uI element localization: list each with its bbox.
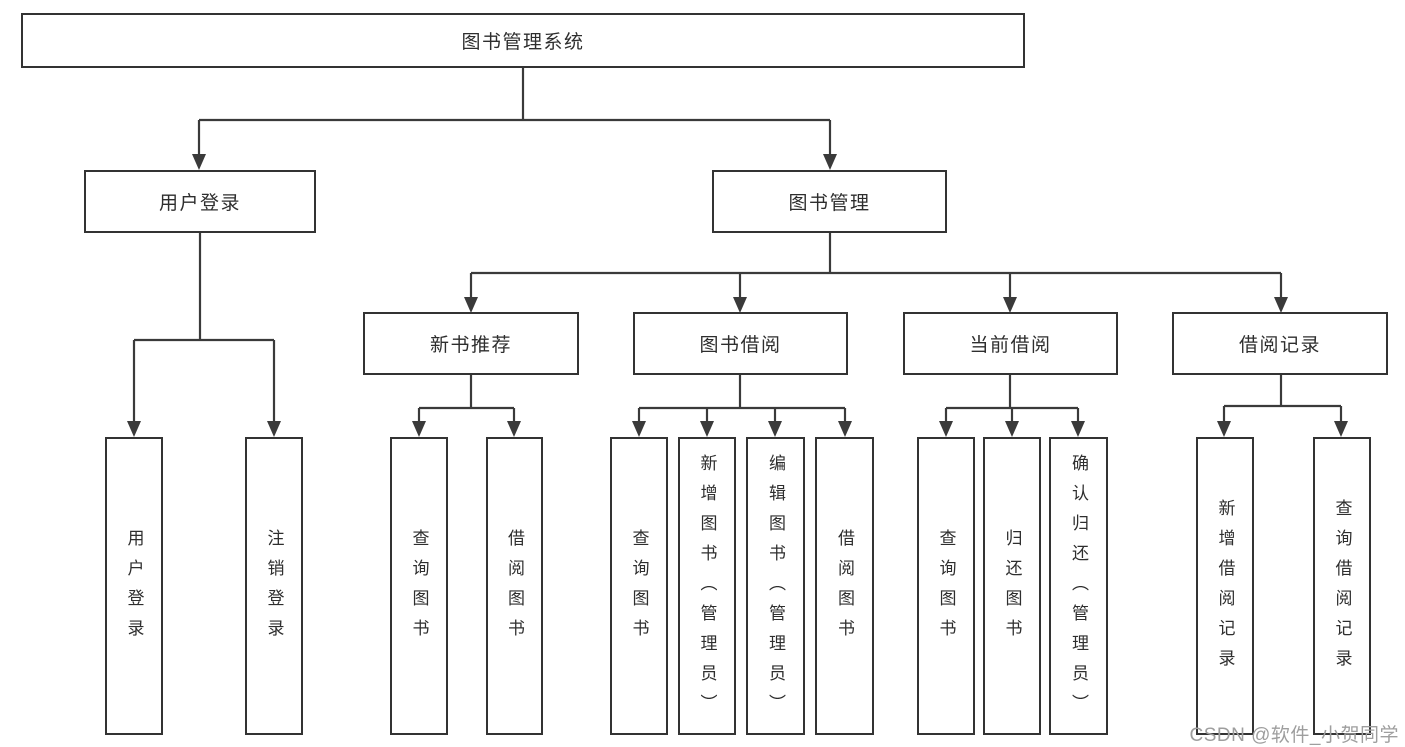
- node-label: 当前借阅: [969, 335, 1052, 356]
- leaf-label: 借阅图书: [505, 529, 524, 649]
- leaf-user-login: 用户登录: [105, 437, 163, 735]
- node-user-login: 用户登录: [84, 170, 316, 233]
- node-label: 借阅记录: [1238, 335, 1321, 356]
- leaf-label: 查询图书: [409, 529, 429, 649]
- leaf-record-add-borrow-record: 新增借阅记录: [1196, 437, 1254, 735]
- node-label: 新书推荐: [429, 335, 512, 356]
- leaf-borrow-query-book: 查询图书: [610, 437, 668, 735]
- leaf-current-query-book: 查询图书: [917, 437, 975, 735]
- node-current-borrow: 当前借阅: [903, 312, 1118, 375]
- leaf-label: 编辑图书（管理员）: [766, 454, 785, 724]
- leaf-record-query-borrow-record: 查询借阅记录: [1313, 437, 1371, 735]
- leaf-label: 查询图书: [936, 529, 956, 649]
- leaf-current-return-book: 归还图书: [983, 437, 1041, 735]
- leaf-logout-login: 注销登录: [245, 437, 303, 735]
- leaf-label: 确认归还（管理员）: [1069, 454, 1088, 724]
- node-new-book-recommend: 新书推荐: [363, 312, 579, 375]
- leaf-label: 查询图书: [629, 529, 649, 649]
- node-label: 用户登录: [158, 193, 241, 214]
- node-book-borrow: 图书借阅: [633, 312, 848, 375]
- node-root: 图书管理系统: [21, 13, 1025, 68]
- node-label: 图书管理系统: [461, 32, 585, 53]
- leaf-borrow-add-book-admin: 新增图书（管理员）: [678, 437, 736, 735]
- leaf-borrow-borrow-book: 借阅图书: [815, 437, 874, 735]
- leaf-borrow-edit-book-admin: 编辑图书（管理员）: [746, 437, 805, 735]
- node-book-management: 图书管理: [712, 170, 947, 233]
- node-label: 图书借阅: [699, 335, 782, 356]
- leaf-label: 归还图书: [1002, 529, 1022, 649]
- leaf-current-confirm-return-admin: 确认归还（管理员）: [1049, 437, 1108, 735]
- leaf-newbook-borrow-book: 借阅图书: [486, 437, 543, 735]
- node-label: 图书管理: [788, 193, 871, 214]
- leaf-newbook-query-book: 查询图书: [390, 437, 448, 735]
- leaf-label: 新增借阅记录: [1215, 499, 1235, 679]
- leaf-label: 借阅图书: [835, 529, 854, 649]
- node-borrow-record: 借阅记录: [1172, 312, 1388, 375]
- leaf-label: 注销登录: [264, 529, 284, 649]
- csdn-watermark: CSDN @软件_小贺同学: [1189, 725, 1399, 746]
- leaf-label: 查询借阅记录: [1332, 499, 1352, 679]
- leaf-label: 新增图书（管理员）: [697, 454, 717, 724]
- leaf-label: 用户登录: [124, 529, 144, 649]
